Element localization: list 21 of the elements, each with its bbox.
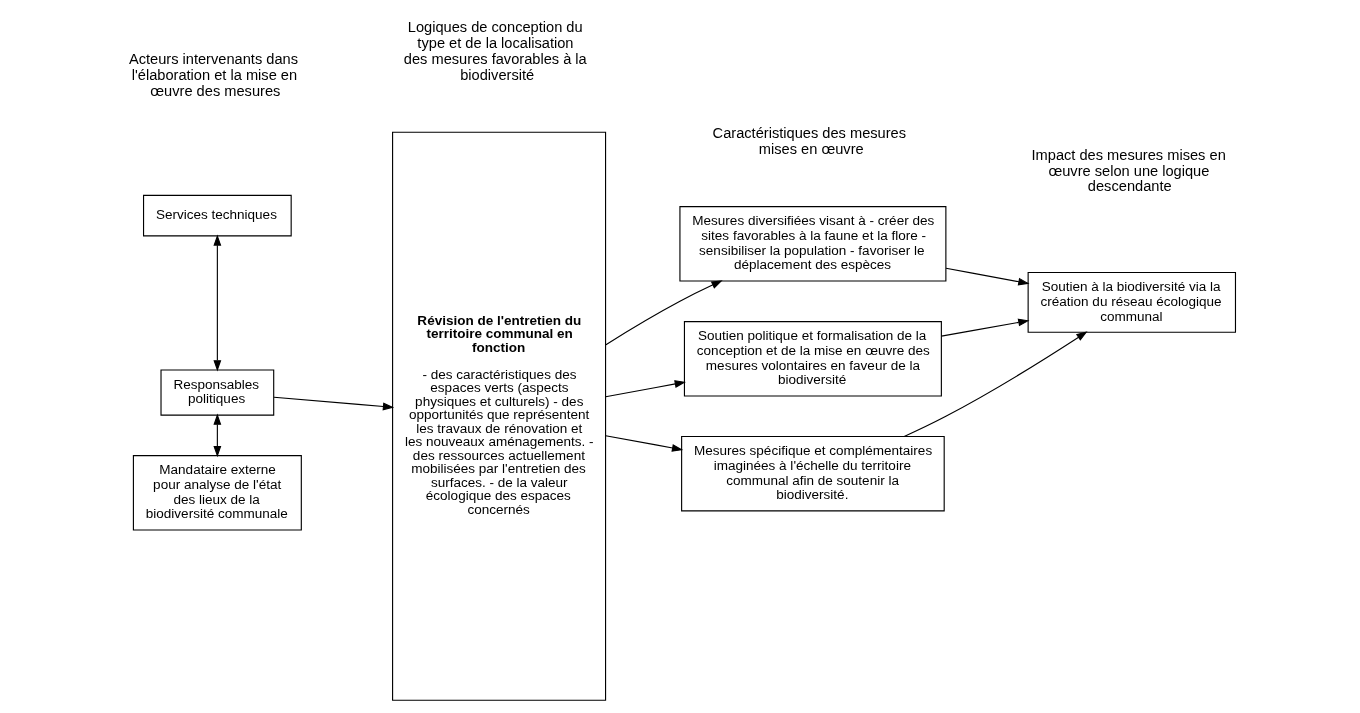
label: Acteurs intervenants dans l'élaboration et la mise en œuvre des mesures xyxy=(128,50,298,99)
label: Impact des mesures mises en œuvre selon une logique descendante xyxy=(1031,146,1226,195)
arrow xyxy=(604,435,683,452)
arrow xyxy=(212,234,221,372)
node-box: Mandataire externe pour analyse de l'état des lieux de la biodiversité communale xyxy=(132,455,302,531)
arrow xyxy=(604,280,723,346)
arrow xyxy=(212,413,221,458)
arrow xyxy=(940,318,1029,337)
node-box: Mesures diversifiées visant à - créer des sites favorables à la faune et la flore - sensibiliser la population - favoriser le déplacement des espèces xyxy=(678,206,946,282)
label: Caractéristiques des mesures mises en œuvre xyxy=(712,125,906,158)
node-box: Responsables politiques xyxy=(159,369,274,416)
arrow xyxy=(944,267,1030,286)
arrow xyxy=(903,331,1088,437)
node-box: Services techniques xyxy=(142,194,292,237)
arrow xyxy=(604,380,686,398)
node-box: Mesures spécifique et complémentaires imaginées à l'échelle du territoire communal afin de soutenir la biodiversité. xyxy=(680,435,945,512)
arrow xyxy=(272,396,394,411)
label: Logiques de conception du type et de la localisation des mesures favorables à la biodiversité xyxy=(403,19,587,83)
node-box: Soutien politique et formalisation de la conception et de la mise en œuvre des mesures volontaires en faveur de la biodiversité xyxy=(683,321,942,397)
node-box: Soutien à la biodiversité via la création du réseau écologique communal xyxy=(1027,272,1236,333)
node-box: Révision de l'entretien du territoire communal en fonction - des caractéristiques des espaces verts (aspects physiques et culturels) - des opportunités que représentent les travaux de rénovation et les nouveaux aménagements. - des ressources actuellement mobilisées par l'entretien des surfaces. - de la valeur écologique des espaces concernés xyxy=(391,131,606,701)
